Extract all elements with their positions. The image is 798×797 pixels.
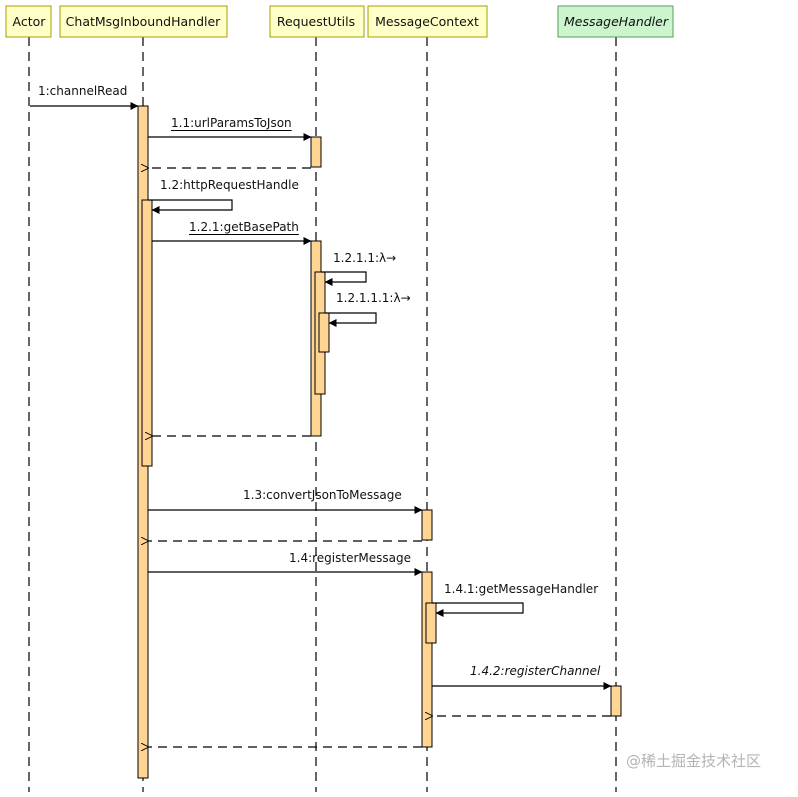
message-label: 1.2:httpRequestHandle	[160, 178, 299, 192]
participant-box-chat	[59, 5, 228, 38]
activation-chat-httpRequestHandle	[141, 199, 153, 467]
self-call-arrow	[432, 602, 524, 617]
participant-label-mh: MessageHandler	[564, 14, 669, 29]
participant-box-actor	[5, 5, 52, 38]
participant-label-actor: Actor	[13, 14, 47, 29]
participant-box-ctx	[367, 5, 488, 38]
message-10: 1.4:registerMessage	[148, 551, 423, 576]
message-label: 1.2.1.1.1:λ→	[336, 291, 411, 305]
message-5: 1.2.1.1:λ→	[321, 251, 396, 286]
activation-ctx-registerMessage	[421, 571, 433, 748]
activation-req-urlParamsToJson	[310, 136, 322, 168]
message-0: 1:channelRead	[30, 84, 139, 110]
message-label: 1.4.2:registerChannel	[470, 664, 601, 678]
message-11: 1.4.1:getMessageHandler	[432, 582, 598, 617]
participant-label-req: RequestUtils	[277, 14, 355, 29]
message-3: 1.2:httpRequestHandle	[148, 178, 299, 214]
self-call-arrow	[321, 271, 367, 286]
message-label: 1.4:registerMessage	[289, 551, 411, 565]
message-1: 1.1:urlParamsToJson	[148, 116, 312, 141]
participant-box-mh	[557, 5, 674, 38]
message-6: 1.2.1.1.1:λ→	[325, 291, 411, 327]
participant-label-ctx: MessageContext	[375, 14, 479, 29]
activation-mh-registerChannel	[610, 685, 622, 717]
activation-ctx-getMessageHandler	[425, 602, 437, 644]
message-4: 1.2.1:getBasePath	[152, 220, 312, 245]
self-call-arrow	[325, 312, 377, 327]
message-label: 1.2.1:getBasePath	[189, 220, 299, 234]
watermark-text: @稀土掘金技术社区	[626, 752, 762, 770]
message-label: 1.4.1:getMessageHandler	[444, 582, 598, 596]
participant-label-chat: ChatMsgInboundHandler	[66, 14, 221, 29]
message-12: 1.4.2:registerChannel	[432, 664, 612, 690]
activation-req-lambda-nested	[318, 312, 330, 353]
self-call-arrow	[148, 199, 233, 214]
message-label: 1:channelRead	[38, 84, 127, 98]
message-label: 1.2.1.1:λ→	[333, 251, 396, 265]
message-label: 1.3:convertJsonToMessage	[243, 488, 402, 502]
activation-ctx-convertJsonToMessage	[421, 509, 433, 541]
message-label: 1.1:urlParamsToJson	[171, 116, 292, 130]
participant-box-req	[269, 5, 365, 38]
message-8: 1.3:convertJsonToMessage	[148, 488, 423, 514]
